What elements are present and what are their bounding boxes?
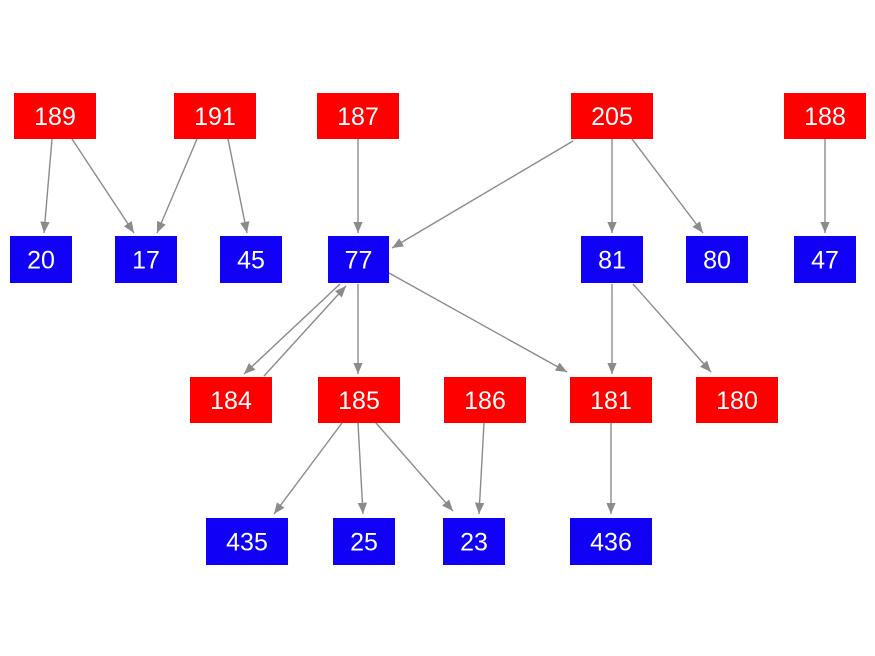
node-label-435: 435 (226, 529, 268, 557)
node-label-181: 181 (590, 387, 632, 415)
node-rect-47[interactable] (794, 236, 856, 283)
node-23[interactable]: 23 (443, 518, 505, 565)
node-rect-80[interactable] (686, 236, 748, 283)
node-rect-17[interactable] (115, 236, 177, 283)
edge-81-180 (632, 283, 712, 373)
node-rect-435[interactable] (206, 518, 288, 565)
edge-191-45 (227, 138, 250, 234)
node-label-17: 17 (132, 247, 160, 275)
node-25[interactable]: 25 (333, 518, 395, 565)
edge-185-23 (375, 422, 454, 512)
edge-184-77 (263, 285, 347, 377)
node-rect-20[interactable] (10, 236, 72, 283)
node-81[interactable]: 81 (581, 236, 643, 283)
node-191[interactable]: 191 (174, 93, 256, 139)
edge-185-25 (357, 422, 368, 515)
node-rect-184[interactable] (190, 377, 272, 423)
node-rect-77[interactable] (328, 236, 389, 283)
edge-189-17 (71, 138, 135, 234)
nodes-layer: 189 191 187 205 188 20 17 45 77 81 80 47 184 185 186 18… (10, 93, 866, 565)
node-label-77: 77 (345, 247, 373, 275)
node-rect-436[interactable] (570, 518, 652, 565)
node-77[interactable]: 77 (328, 236, 389, 283)
node-rect-187[interactable] (317, 93, 399, 139)
node-label-20: 20 (27, 247, 55, 275)
node-20[interactable]: 20 (10, 236, 72, 283)
edge-186-23 (474, 422, 485, 515)
node-label-186: 186 (464, 387, 506, 415)
node-188[interactable]: 188 (784, 93, 866, 139)
node-435[interactable]: 435 (206, 518, 288, 565)
node-label-189: 189 (34, 103, 76, 131)
node-label-81: 81 (598, 247, 626, 275)
node-436[interactable]: 436 (570, 518, 652, 565)
edge-77-184 (243, 283, 341, 375)
node-rect-188[interactable] (784, 93, 866, 139)
edge-191-17 (156, 138, 198, 234)
node-rect-45[interactable] (220, 236, 282, 283)
node-189[interactable]: 189 (14, 93, 96, 139)
node-rect-185[interactable] (318, 377, 400, 423)
edge-189-20 (40, 138, 53, 234)
node-label-184: 184 (210, 387, 252, 415)
node-label-436: 436 (590, 529, 632, 557)
edge-205-77 (391, 140, 574, 249)
node-rect-205[interactable] (571, 93, 653, 139)
node-rect-81[interactable] (581, 236, 643, 283)
node-205[interactable]: 205 (571, 93, 653, 139)
node-label-47: 47 (811, 247, 839, 275)
node-label-23: 23 (460, 529, 488, 557)
node-45[interactable]: 45 (220, 236, 282, 283)
node-187[interactable]: 187 (317, 93, 399, 139)
node-181[interactable]: 181 (570, 377, 652, 423)
node-180[interactable]: 180 (696, 377, 778, 423)
node-label-191: 191 (194, 103, 236, 131)
node-rect-23[interactable] (443, 518, 505, 565)
node-80[interactable]: 80 (686, 236, 748, 283)
node-label-180: 180 (716, 387, 758, 415)
node-label-185: 185 (338, 387, 380, 415)
node-rect-186[interactable] (444, 377, 526, 423)
node-label-187: 187 (337, 103, 379, 131)
edge-77-181 (388, 272, 568, 373)
edge-185-435 (273, 422, 343, 515)
node-17[interactable]: 17 (115, 236, 177, 283)
node-label-45: 45 (237, 247, 265, 275)
node-rect-25[interactable] (333, 518, 395, 565)
edge-205-80 (631, 138, 704, 234)
node-47[interactable]: 47 (794, 236, 856, 283)
node-rect-181[interactable] (570, 377, 652, 423)
node-label-80: 80 (703, 247, 731, 275)
node-rect-180[interactable] (696, 377, 778, 423)
node-185[interactable]: 185 (318, 377, 400, 423)
node-rect-189[interactable] (14, 93, 96, 139)
node-186[interactable]: 186 (444, 377, 526, 423)
node-label-188: 188 (804, 103, 846, 131)
node-label-25: 25 (350, 529, 378, 557)
node-184[interactable]: 184 (190, 377, 272, 423)
edges-layer (40, 138, 830, 515)
node-rect-191[interactable] (174, 93, 256, 139)
node-label-205: 205 (591, 103, 633, 131)
